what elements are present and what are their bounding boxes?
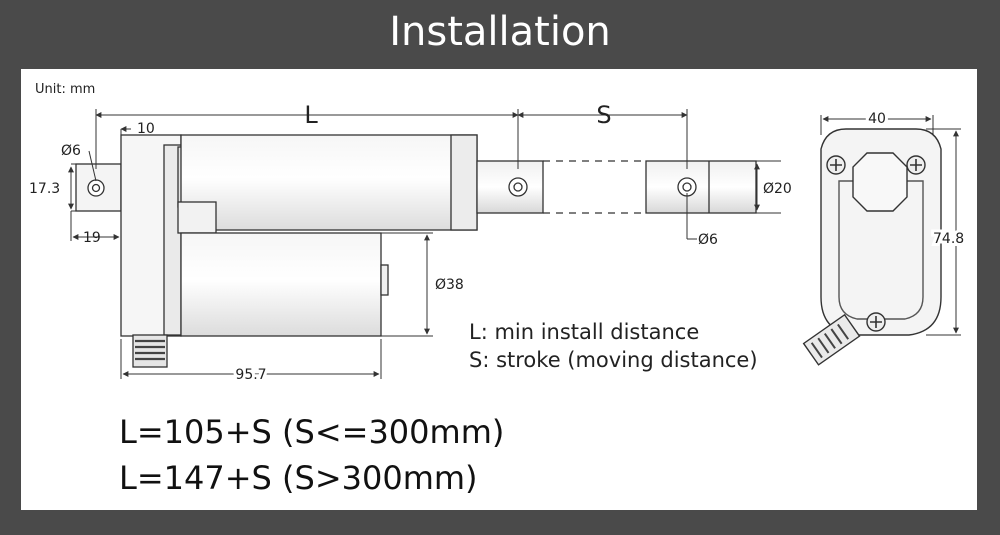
octagon-socket [852,152,908,212]
spring-connector [132,334,168,368]
dim-S: S [596,101,611,129]
dim-L: L [304,101,318,129]
cable-connector [802,313,861,366]
front-dimensions [820,115,961,336]
dim-74-8: 74.8 [933,231,964,247]
dim-17-3: 17.3 [29,181,60,197]
formula-short-stroke: L=105+S (S<=300mm) [119,413,505,451]
dim-10: 10 [137,121,155,137]
dim-19: 19 [83,230,101,246]
side-dimensions [68,109,781,379]
page-title: Installation [389,9,611,55]
outer-tube [180,134,478,231]
extended-rod-end [645,160,757,214]
dim-d38: Ø38 [435,277,464,293]
dim-40: 40 [868,111,886,127]
dim-d6-right: Ø6 [698,232,718,248]
legend-S: S: stroke (moving distance) [469,348,758,372]
actuator-side-view [75,134,757,368]
dim-d20: Ø20 [763,181,792,197]
drawing-panel: Unit: mm [21,69,977,510]
formula-long-stroke: L=147+S (S>300mm) [119,459,478,497]
actuator-technical-drawing: Unit: mm [29,82,967,386]
actuator-front-view [802,128,942,366]
motor-body [180,232,382,337]
dim-d6-left: Ø6 [61,143,81,159]
unit-label: Unit: mm [35,82,95,97]
legend-L: L: min install distance [469,320,699,344]
dim-95-7: 95.7 [235,367,266,383]
